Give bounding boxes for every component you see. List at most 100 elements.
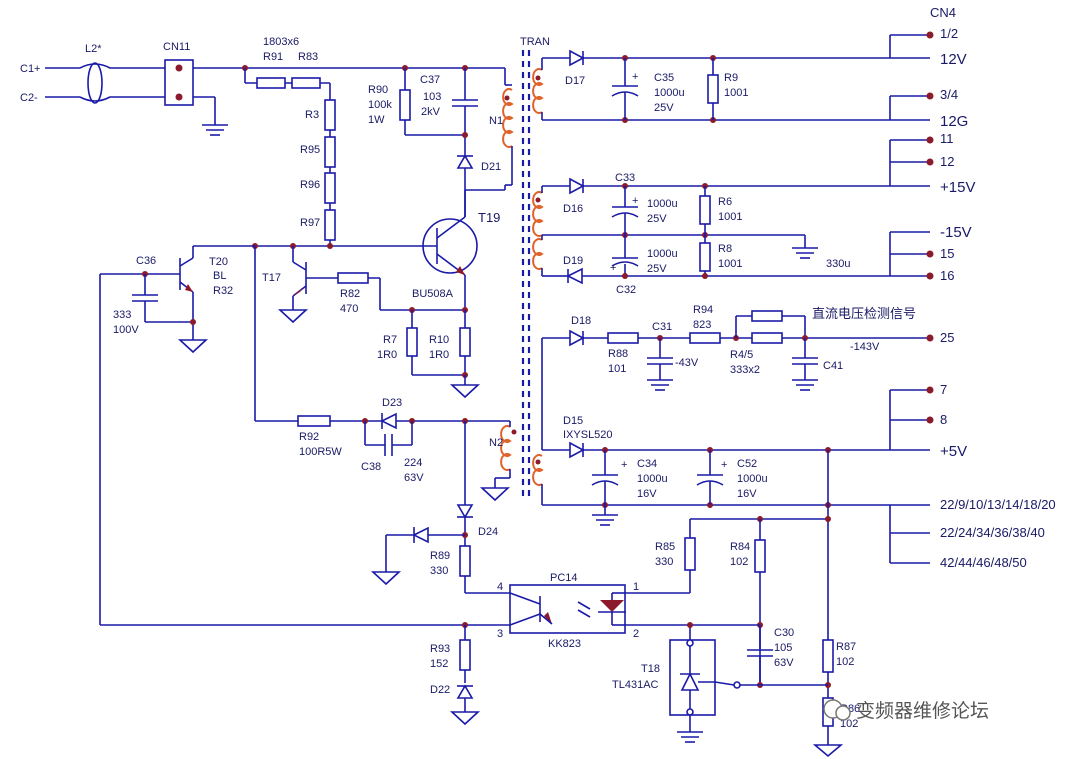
c32-val1: 1000u bbox=[647, 248, 678, 260]
pin3-label: 3 bbox=[497, 628, 503, 640]
t18-tl431 bbox=[669, 639, 716, 716]
d23-diode bbox=[380, 412, 397, 430]
cn4-net-n15v: -15V bbox=[940, 224, 972, 241]
pc14-optocoupler bbox=[509, 584, 626, 634]
d16-label: D16 bbox=[563, 203, 583, 215]
r92-resistor bbox=[297, 415, 331, 427]
r10-label: R10 bbox=[429, 334, 449, 346]
r90-val2: 1W bbox=[368, 114, 385, 126]
r94-val: 823 bbox=[693, 319, 711, 331]
d19-label: D19 bbox=[563, 255, 583, 267]
r8-resistor bbox=[699, 242, 711, 272]
c38-val2: 63V bbox=[404, 472, 424, 484]
secondary-section: D17 + C35 1000u 25V R9 1001 bbox=[497, 49, 916, 758]
r7-label: R7 bbox=[383, 334, 397, 346]
c31-label: C31 bbox=[652, 321, 672, 333]
c52-label: C52 bbox=[737, 458, 757, 470]
c35-plus: + bbox=[632, 71, 638, 83]
c2-label: C2- bbox=[20, 92, 38, 104]
cn4-title: CN4 bbox=[930, 5, 956, 20]
cn4-gnd-group-3: 42/44/46/48/50 bbox=[940, 555, 1027, 570]
t20-b: BL bbox=[213, 270, 226, 282]
r5-resistor bbox=[751, 332, 783, 344]
r82-val: 470 bbox=[340, 303, 358, 315]
d23-label: D23 bbox=[382, 397, 402, 409]
r8-label: R8 bbox=[718, 243, 732, 255]
c37-label: C37 bbox=[420, 74, 440, 86]
r87-val: 102 bbox=[836, 656, 854, 668]
watermark-text: 变频器维修论坛 bbox=[856, 700, 989, 722]
c32-label: C32 bbox=[616, 284, 636, 296]
r9-label: R9 bbox=[724, 72, 738, 84]
c52-plus: + bbox=[721, 459, 727, 471]
t19-label: T19 bbox=[478, 210, 500, 225]
c41-label: C41 bbox=[823, 360, 843, 372]
cn4-connector: CN4 1/2 12V 3/4 12G 11 12 +15V -15V 15 1… bbox=[889, 5, 1056, 570]
r6-label: R6 bbox=[718, 196, 732, 208]
cn4-pin-12: 12 bbox=[940, 154, 954, 169]
r84-val: 102 bbox=[730, 556, 748, 568]
neg143-label: -143V bbox=[850, 341, 880, 353]
r45-label: R4/5 bbox=[730, 349, 753, 361]
r84-resistor bbox=[754, 539, 766, 573]
c37-val2: 2kV bbox=[421, 106, 441, 118]
cn4-gnd-group-1: 22/9/10/13/14/18/20 bbox=[940, 497, 1056, 512]
r10-val: 1R0 bbox=[429, 349, 449, 361]
cn11-label: CN11 bbox=[163, 41, 190, 53]
cn4-net-12g: 12G bbox=[940, 113, 968, 130]
r95-resistor bbox=[324, 136, 336, 168]
cn4-pin-15: 15 bbox=[940, 246, 954, 261]
r82-resistor bbox=[337, 272, 369, 284]
r87-resistor bbox=[822, 639, 834, 673]
sec-5v-winding bbox=[532, 454, 544, 486]
r85-resistor bbox=[684, 537, 696, 571]
c34-val1: 1000u bbox=[637, 473, 668, 485]
sec-12v-winding bbox=[532, 68, 544, 114]
pin4-label: 4 bbox=[497, 581, 503, 593]
signal-label: 直流电压检测信号 bbox=[812, 307, 916, 322]
r9-resistor bbox=[707, 74, 719, 104]
r89-resistor bbox=[459, 545, 471, 577]
r90-label: R90 bbox=[368, 84, 388, 96]
c36-label: C36 bbox=[136, 255, 156, 267]
c35-label: C35 bbox=[654, 72, 674, 84]
c36-val2: 100V bbox=[113, 324, 139, 336]
c36-val1: 333 bbox=[113, 309, 131, 321]
r83-resistor bbox=[291, 77, 321, 89]
c33-val1: 1000u bbox=[647, 198, 678, 210]
cn4-pin-25: 25 bbox=[940, 330, 954, 345]
sec-15v-winding bbox=[532, 191, 544, 237]
r85-val: 330 bbox=[655, 556, 673, 568]
c34-val2: 16V bbox=[637, 488, 657, 500]
cn4-pin-3: 3/4 bbox=[940, 87, 958, 102]
d19-diode bbox=[566, 267, 583, 285]
r45-val: 333x2 bbox=[730, 364, 760, 376]
d17-label: D17 bbox=[565, 75, 585, 87]
r87-label: R87 bbox=[836, 641, 856, 653]
d15-label: D15 bbox=[563, 415, 583, 427]
r93-label: R93 bbox=[430, 643, 450, 655]
d24-label: D24 bbox=[478, 526, 498, 538]
d17-diode bbox=[569, 49, 585, 67]
d22-label: D22 bbox=[430, 684, 450, 696]
c32-val2: 25V bbox=[647, 263, 667, 275]
r88-label: R88 bbox=[608, 348, 628, 360]
n2-label: N2 bbox=[489, 437, 503, 449]
transformer-core: TRAN bbox=[520, 36, 550, 497]
r82-label: R82 bbox=[340, 288, 360, 300]
c52-val2: 16V bbox=[737, 488, 757, 500]
kk823-label: KK823 bbox=[548, 638, 581, 650]
cn11-connector bbox=[164, 59, 194, 106]
r88-resistor bbox=[607, 332, 639, 344]
r89-val: 330 bbox=[430, 565, 448, 577]
r3-label: R3 bbox=[305, 109, 319, 121]
sec-n15v-winding bbox=[532, 238, 544, 270]
r84-label: R84 bbox=[730, 541, 750, 553]
pc14-label: PC14 bbox=[550, 572, 578, 584]
c38-label: C38 bbox=[361, 461, 381, 473]
n330u-label: 330u bbox=[826, 258, 850, 270]
r88-val: 101 bbox=[608, 363, 626, 375]
pin2-label: 2 bbox=[633, 628, 639, 640]
r10-resistor bbox=[459, 327, 471, 357]
